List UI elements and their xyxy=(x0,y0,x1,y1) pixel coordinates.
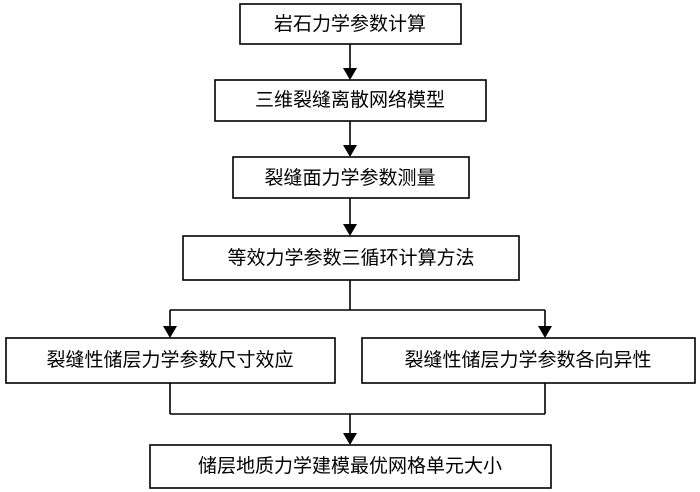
node-fracture-surface-box xyxy=(232,156,470,199)
node-optimal-grid-label: 储层地质力学建模最优网格单元大小 xyxy=(198,455,502,477)
node-anisotropy-box xyxy=(361,337,696,384)
arrowhead-2-3 xyxy=(343,145,357,157)
node-fracture-surface-label: 裂缝面力学参数测量 xyxy=(264,167,435,189)
node-dfn-model-box xyxy=(214,79,487,122)
node-optimal-grid-box xyxy=(149,444,552,489)
arrowhead-3-4 xyxy=(343,224,357,236)
node-anisotropy-label: 裂缝性储层力学参数各向异性 xyxy=(404,349,651,371)
arrowhead-4-6 xyxy=(538,326,552,338)
node-equivalent-method-box xyxy=(182,235,520,281)
arrowhead-merge-7 xyxy=(343,433,357,445)
arrowhead-4-5 xyxy=(163,326,177,338)
node-dfn-model-label: 三维裂缝离散网络模型 xyxy=(255,89,445,111)
node-rock-mechanics-calc-box xyxy=(239,3,462,45)
arrowhead-1-2 xyxy=(343,68,357,80)
node-size-effect-label: 裂缝性储层力学参数尺寸效应 xyxy=(46,349,293,371)
node-rock-mechanics-calc-label: 岩石力学参数计算 xyxy=(274,13,426,35)
node-size-effect-box xyxy=(5,337,336,384)
node-equivalent-method-label: 等效力学参数三循环计算方法 xyxy=(227,247,474,269)
